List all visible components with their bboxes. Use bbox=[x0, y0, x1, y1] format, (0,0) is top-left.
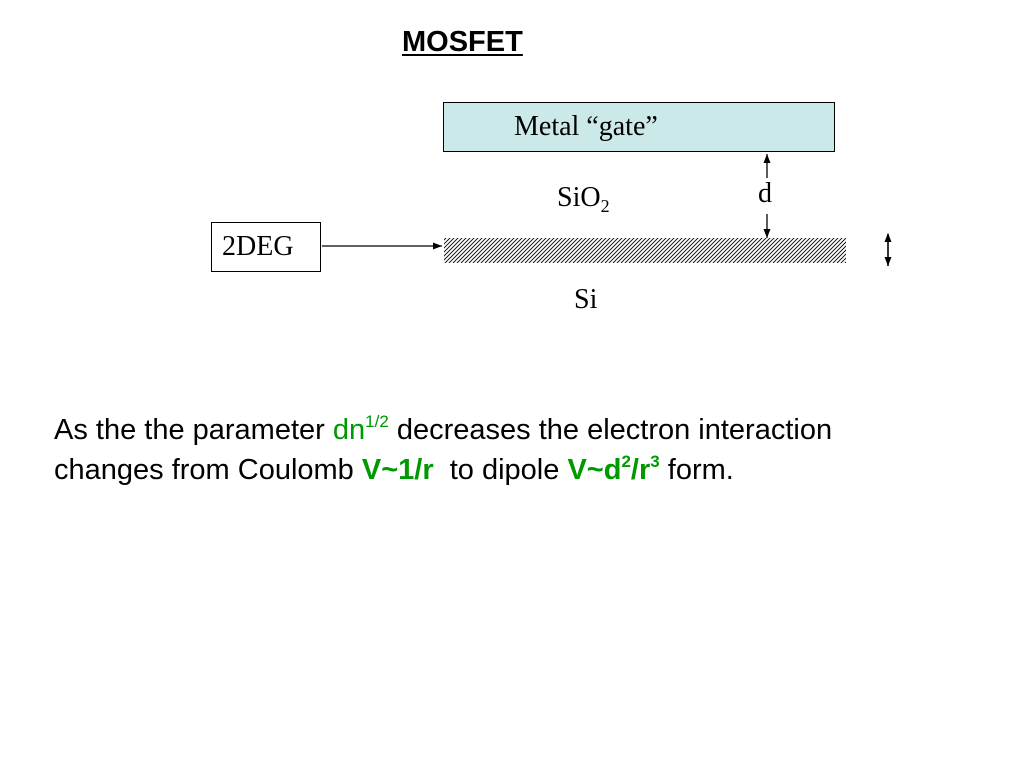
oxide-label-subscript: 2 bbox=[600, 196, 610, 216]
metal-gate-box: Metal “gate” bbox=[443, 102, 835, 152]
explanation-paragraph: As the the parameter dn1/2 decreases the… bbox=[54, 410, 994, 490]
oxide-label: SiO2 bbox=[557, 182, 610, 217]
dipole-form: V~d2/r3 bbox=[567, 452, 660, 486]
parameter-dn: dn1/2 bbox=[332, 412, 389, 446]
2deg-label: 2DEG bbox=[222, 231, 294, 262]
gate-label: Metal “gate” bbox=[514, 111, 658, 142]
coulomb-form: V~1/r bbox=[361, 454, 434, 486]
page-title: MOSFET bbox=[402, 26, 523, 58]
dipole-exponent-r: 3 bbox=[650, 452, 660, 471]
line1-text-a: As the the parameter bbox=[54, 414, 333, 446]
2deg-label-box: 2DEG bbox=[211, 222, 321, 272]
oxide-label-base: SiO bbox=[557, 182, 601, 213]
dipole-exponent-d: 2 bbox=[621, 452, 631, 471]
2deg-layer bbox=[444, 238, 846, 263]
parameter-base: dn bbox=[332, 414, 366, 446]
line2-text-a: changes from Coulomb bbox=[54, 454, 362, 486]
line1-text-b: decreases the electron interaction bbox=[388, 414, 833, 446]
dipole-mid: /r bbox=[630, 454, 651, 486]
substrate-label: Si bbox=[574, 284, 598, 315]
parameter-exponent: 1/2 bbox=[365, 412, 389, 431]
line2-text-c: form. bbox=[659, 454, 734, 486]
dipole-base: V~d bbox=[567, 454, 622, 486]
d-label: d bbox=[758, 178, 772, 209]
line2-text-b: to dipole bbox=[433, 454, 568, 486]
